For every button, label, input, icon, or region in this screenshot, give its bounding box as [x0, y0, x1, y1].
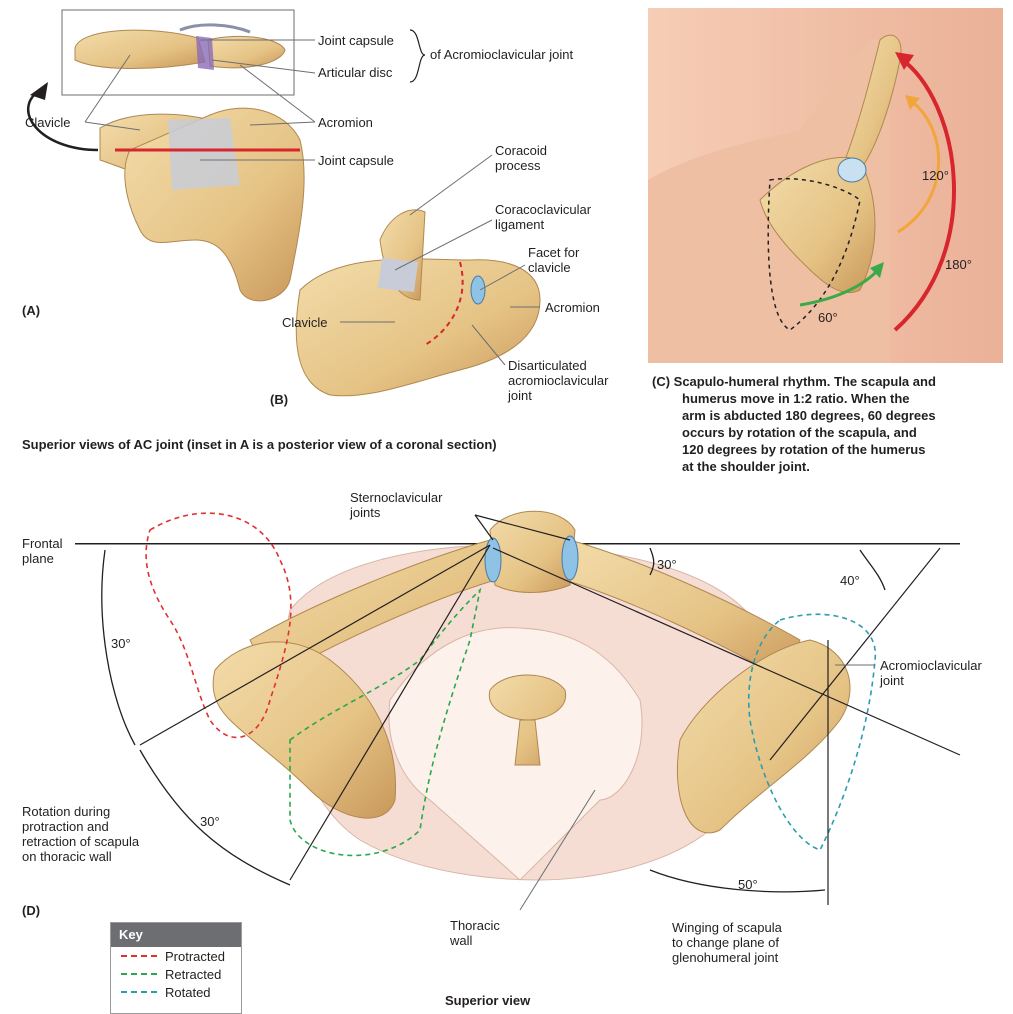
panel-label-b: (B)	[270, 392, 288, 407]
rotated-swatch	[121, 991, 157, 993]
label-acromion-b: Acromion	[545, 300, 600, 315]
glenoid-c	[838, 158, 866, 182]
label-ccl-2: ligament	[495, 217, 544, 232]
rotation-line-4: on thoracic wall	[22, 849, 112, 864]
label-joint-capsule-inset: Joint capsule	[318, 33, 394, 48]
label-clavicle-b: Clavicle	[282, 315, 328, 330]
label-disart-3: joint	[508, 388, 532, 403]
label-ac-joint-2: joint	[880, 673, 904, 688]
angle-30-left-upper-label: 30°	[111, 636, 131, 651]
label-ac-joint-1: Acromioclavicular	[880, 658, 982, 673]
caption-c-line-6: at the shoulder joint.	[682, 459, 810, 475]
angle-30-top-label: 30°	[657, 557, 677, 572]
label-facet-2: clavicle	[528, 260, 571, 275]
caption-c-line-1: (C) Scapulo-humeral rhythm. The scapula …	[652, 374, 936, 390]
angle-120-label: 120°	[922, 168, 949, 183]
winging-line-2: to change plane of	[672, 935, 779, 950]
label-frontal-1: Frontal	[22, 536, 62, 551]
ligament-b	[378, 258, 418, 292]
rotation-line-3: retraction of scapula	[22, 834, 139, 849]
inset-clavicle-section	[75, 30, 205, 68]
key-item-rotated: Rotated	[111, 983, 241, 1001]
key-title: Key	[111, 923, 241, 947]
angle-180-label: 180°	[945, 257, 972, 272]
label-sternoclavicular-1: Sternoclavicular	[350, 490, 443, 505]
label-of-ac-joint: of Acromioclavicular joint	[430, 47, 573, 62]
angle-30-left-lower-label: 30°	[200, 814, 220, 829]
label-thoracic-1: Thoracic	[450, 918, 500, 933]
angle-50-label: 50°	[738, 877, 758, 892]
panel-b-illustration	[296, 155, 540, 396]
inset-articular-disc	[196, 36, 214, 70]
protracted-swatch	[121, 955, 157, 957]
caption-c-line-3: arm is abducted 180 degrees, 60 degrees	[682, 408, 936, 424]
key-legend: Key Protracted Retracted Rotated	[110, 922, 242, 1014]
key-item-label: Protracted	[165, 949, 225, 964]
caption-c-line-2: humerus move in 1:2 ratio. When the	[682, 391, 910, 407]
capsule-bands-a	[168, 118, 240, 190]
facet-b	[471, 276, 485, 304]
label-articular-disc: Articular disc	[318, 65, 392, 80]
retracted-swatch	[121, 973, 157, 975]
key-item-protracted: Protracted	[111, 947, 241, 965]
panel-label-a: (A)	[22, 303, 40, 318]
winging-line-1: Winging of scapula	[672, 920, 782, 935]
label-frontal-2: plane	[22, 551, 54, 566]
label-acromion-a: Acromion	[318, 115, 373, 130]
label-thoracic-2: wall	[450, 933, 472, 948]
label-disart-1: Disarticulated	[508, 358, 587, 373]
sc-joint-left	[485, 538, 501, 582]
label-coracoid-1: Coracoid	[495, 143, 547, 158]
label-ccl-1: Coracoclavicular	[495, 202, 591, 217]
label-joint-capsule-a: Joint capsule	[318, 153, 394, 168]
label-coracoid-2: process	[495, 158, 541, 173]
key-item-label: Retracted	[165, 967, 221, 982]
angle-40-label: 40°	[840, 573, 860, 588]
sc-joint-right	[562, 536, 578, 580]
label-facet-1: Facet for	[528, 245, 579, 260]
caption-c-line-5: 120 degrees by rotation of the humerus	[682, 442, 925, 458]
rotation-line-2: protraction and	[22, 819, 109, 834]
label-clavicle-a: Clavicle	[25, 115, 71, 130]
superior-views-caption: Superior views of AC joint (inset in A i…	[22, 437, 497, 452]
label-disart-2: acromioclavicular	[508, 373, 608, 388]
label-sternoclavicular-2: joints	[350, 505, 380, 520]
angle-60-label: 60°	[818, 310, 838, 325]
superior-view-label: Superior view	[445, 993, 530, 1008]
caption-c-line-4: occurs by rotation of the scapula, and	[682, 425, 917, 441]
panel-d-illustration	[75, 511, 960, 910]
winging-line-3: glenohumeral joint	[672, 950, 778, 965]
panel-label-d: (D)	[22, 903, 40, 918]
key-item-label: Rotated	[165, 985, 211, 1000]
key-item-retracted: Retracted	[111, 965, 241, 983]
rotation-line-1: Rotation during	[22, 804, 110, 819]
brace-a	[410, 30, 425, 82]
